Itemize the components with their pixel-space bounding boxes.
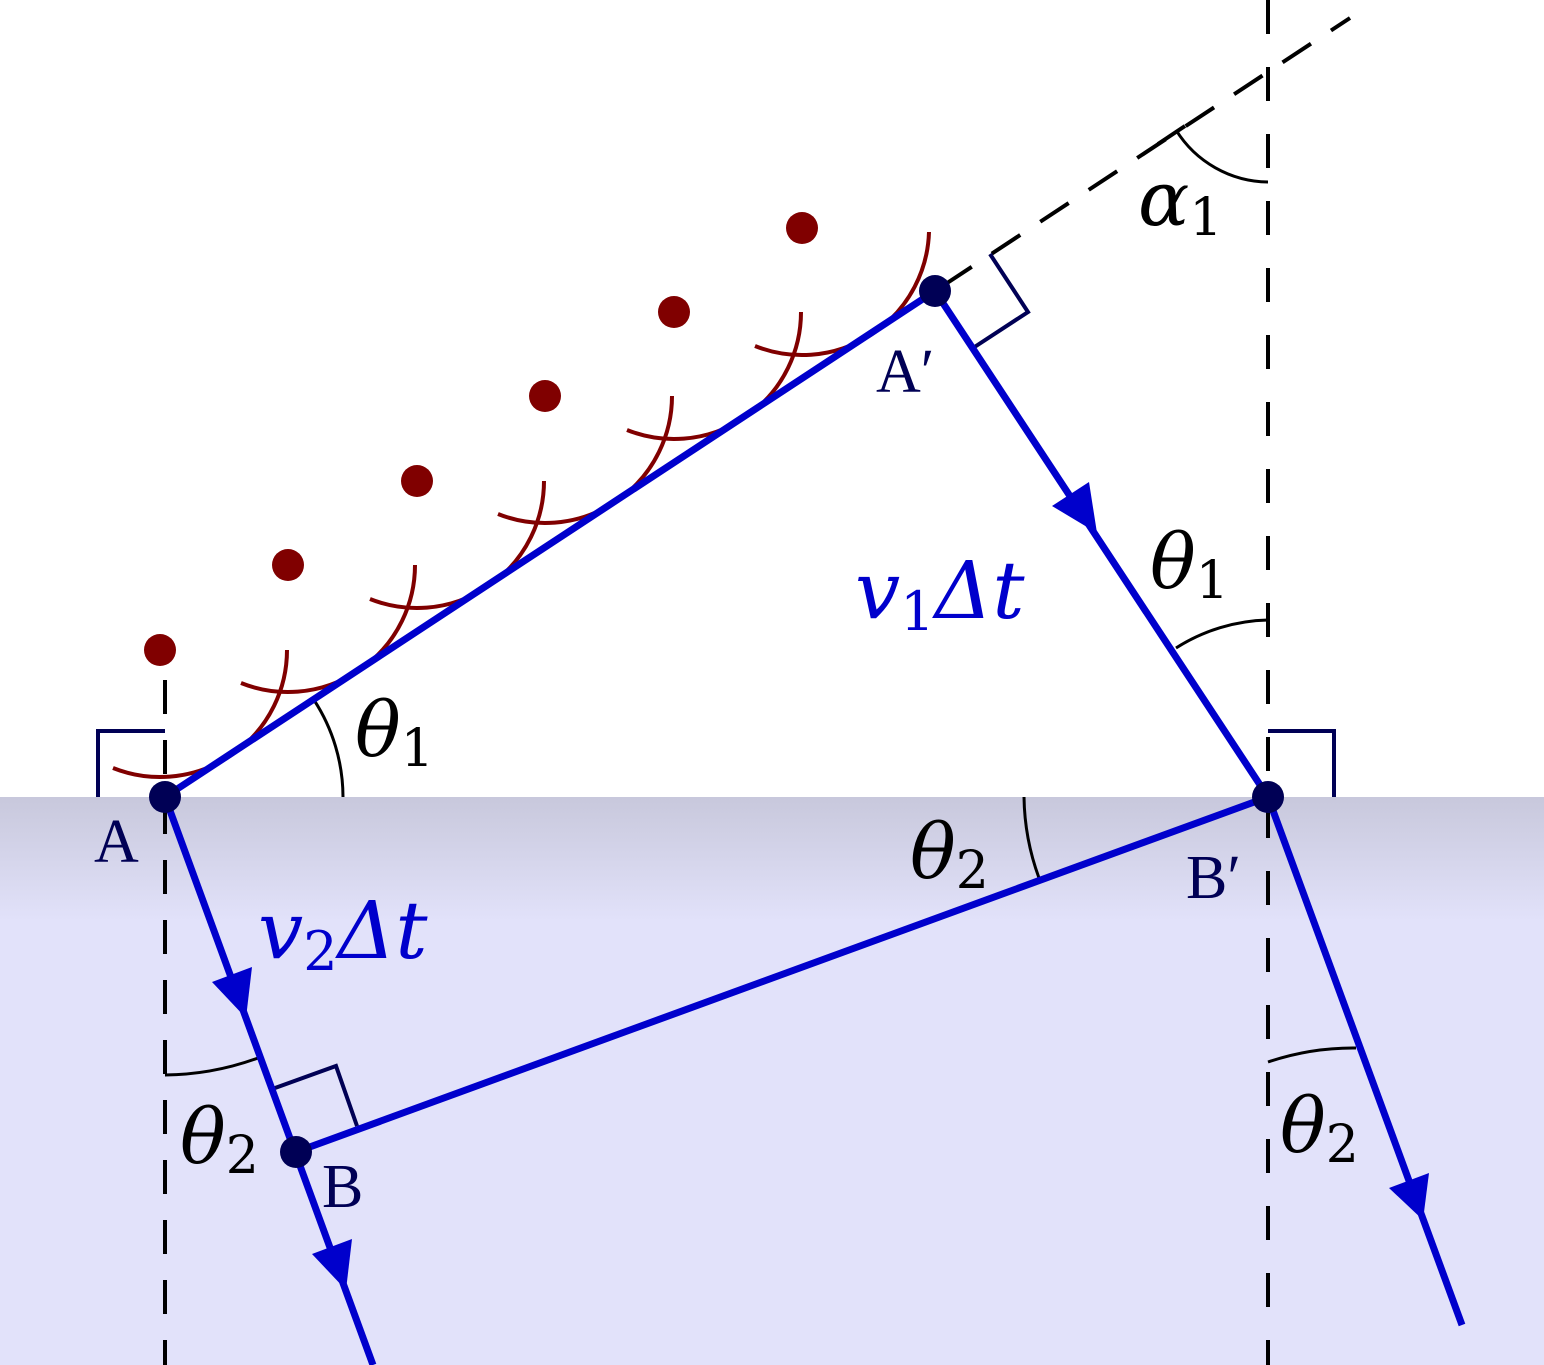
arrowheads [212, 482, 1429, 1290]
wavelet-sources [144, 212, 818, 666]
rays [161, 288, 1466, 1365]
point-A [149, 781, 181, 813]
label-B: B [322, 1153, 363, 1221]
theta1-arc-at-A [312, 699, 345, 798]
label-B-prime: B′ [1186, 844, 1241, 912]
wavelet-arc-3 [369, 480, 546, 610]
angle-arcs [164, 618, 1357, 1077]
points [149, 275, 1284, 1168]
theta2-arc-refracted [1267, 1046, 1357, 1064]
wavelet-source-dot [658, 296, 690, 328]
label-v2-dt: v2Δt [258, 884, 428, 983]
wavefront-extension [933, 16, 1352, 293]
wavelet-arc-5 [626, 311, 803, 441]
arrowhead-incident [1052, 482, 1097, 533]
wavelet-source-dot [529, 380, 561, 412]
label-theta2-at-A: θ2 [180, 1092, 259, 1186]
refracted-ray-from-B-prime [1264, 795, 1466, 1327]
point-B [280, 1136, 312, 1168]
medium-2-region [0, 797, 1544, 1365]
arrowhead-refracted-A-upper [212, 967, 252, 1018]
wavelet-source-dot [272, 549, 304, 581]
theta1-arc-at-B-prime [1175, 618, 1269, 650]
theta2-arc-at-B-prime [1022, 796, 1041, 879]
incident-ray-A-prime-B-prime [932, 289, 1271, 799]
wavelet-arc-1 [112, 649, 289, 779]
arrowhead-refracted-B-prime [1389, 1173, 1429, 1220]
wavelet-source-dot [401, 465, 433, 497]
label-theta2-refracted: θ2 [1280, 1081, 1359, 1175]
alpha1-angle-arc [1174, 129, 1269, 184]
arrowhead-refracted-A-lower [312, 1239, 352, 1290]
right-angle-at-B [274, 1063, 359, 1127]
wavelet-arc-2 [240, 564, 417, 694]
label-A: A [94, 808, 139, 876]
wavelet-arc-6 [754, 231, 931, 358]
label-theta2-mid: θ2 [910, 807, 989, 901]
wavelet-arc-4 [497, 395, 674, 525]
right-angle-at-B-prime [1268, 729, 1336, 797]
wavelet-source-dot [786, 212, 818, 244]
label-theta1-at-A: θ1 [355, 685, 434, 779]
wavelet-source-dot [144, 634, 176, 666]
right-angle-markers [96, 252, 1336, 1127]
alpha1-arc-tick [1156, 124, 1187, 146]
label-alpha1: α1 [1138, 154, 1222, 248]
huygens-wavelets [112, 231, 931, 779]
label-A-prime: A′ [876, 338, 934, 406]
point-B-prime [1252, 781, 1284, 813]
label-theta1-at-B-prime: θ1 [1150, 517, 1229, 611]
refracted-wavefront-BB-prime [294, 793, 1270, 1156]
point-A-prime [919, 275, 951, 307]
right-angle-at-A [96, 729, 165, 797]
right-angle-at-A-prime [971, 252, 1031, 350]
theta2-arc-at-A [164, 1056, 259, 1077]
label-v1-dt: v1Δt [855, 544, 1025, 643]
incident-wavefront-AA-prime [163, 288, 937, 800]
